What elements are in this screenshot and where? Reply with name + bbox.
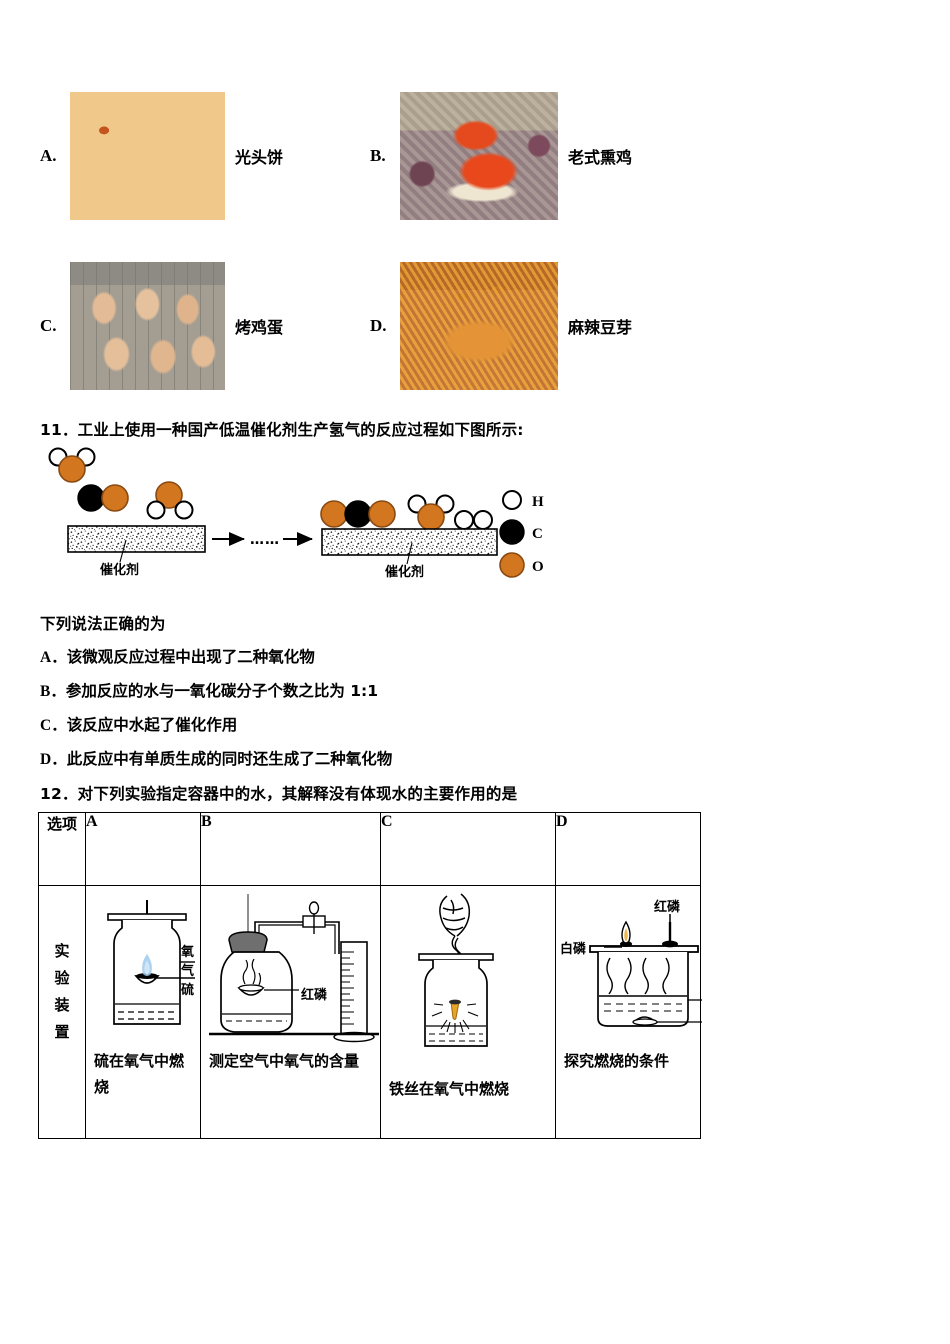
question-11-option-a: A．该微观反应过程中出现了二种氧化物 [40, 645, 315, 667]
photo-caption-b: 老式熏鸡 [568, 148, 633, 167]
molecule-water-reactant-1 [48, 447, 96, 483]
table-cell-c: 铁丝在氧气中燃烧 [380, 885, 556, 1139]
label-oxygen: 氧气 [181, 945, 195, 979]
table-column-d-header: D [555, 812, 701, 886]
option-letter-c: C. [40, 316, 57, 335]
cell-b-caption: 测定空气中氧气的含量 [209, 1052, 360, 1070]
photo-option-a: A. 光头饼 [40, 92, 283, 220]
legend-carbon-label: C [532, 526, 543, 542]
reaction-mechanism-diagram: 催化剂 …… 催化剂 H C [48, 447, 544, 580]
option-d-text: 此反应中有单质生成的同时还生成了二种氧化物 [66, 750, 393, 768]
cell-d-caption: 探究燃烧的条件 [564, 1052, 670, 1070]
question-11-stem: 11．工业上使用一种国产低温催化剂生产氢气的反应过程如下图所示: [40, 421, 524, 439]
iron-wire-burning-diagram [418, 893, 494, 1047]
experiment-table: 选项 A B C D 实验装置 [38, 812, 702, 1139]
option-letter-b: B. [370, 146, 386, 165]
row-header-apparatus-text: 实验装置 [54, 942, 70, 1041]
photo-caption-d: 麻辣豆芽 [568, 318, 633, 337]
photo-caption-a: 光头饼 [235, 148, 284, 167]
photo-caption-c: 烤鸡蛋 [235, 318, 284, 337]
catalyst-bar-right [321, 528, 498, 556]
question-12-stem: 12．对下列实验指定容器中的水，其解释没有体现水的主要作用的是 [40, 785, 518, 803]
legend-oxygen-icon [499, 552, 525, 578]
spicy-bean-sprouts-photo [400, 262, 558, 390]
molecule-water-product [407, 494, 455, 531]
table-column-a-header: A [85, 812, 201, 886]
option-a-text: 该微观反应过程中出现了二种氧化物 [66, 648, 315, 666]
cell-a-caption: 硫在氧气中燃烧 [94, 1052, 185, 1097]
row-header-apparatus: 实验装置 [38, 885, 86, 1139]
atom-legend: H C O [499, 490, 544, 578]
catalyst-label-left: 催化剂 [100, 562, 139, 578]
option-letter-d: D. [370, 316, 387, 335]
smoked-chicken-photo [400, 92, 558, 220]
table-apparatus-row: 实验装置 [38, 885, 702, 1139]
table-cell-a: 氧气 硫 硫在氧气中燃烧 [85, 885, 201, 1139]
table-column-c-header: C [380, 812, 556, 886]
label-sulfur: 硫 [181, 982, 195, 998]
photo-option-b: B. 老式熏鸡 [370, 92, 632, 220]
cell-c-caption: 铁丝在氧气中燃烧 [389, 1080, 510, 1098]
molecule-water-reactant-2 [146, 481, 194, 520]
legend-hydrogen-icon [502, 490, 522, 510]
cell-a-labels: 氧气 硫 [181, 944, 200, 1001]
catalyst-label-right: 催化剂 [385, 564, 424, 580]
question-11-prompt: 下列说法正确的为 [40, 615, 166, 633]
legend-hydrogen-label: H [532, 494, 544, 510]
table-cell-d: 白磷 红磷 探究燃烧的条件 [555, 885, 702, 1139]
catalyst-bar-left [67, 525, 206, 553]
grilled-eggs-photo [70, 262, 225, 390]
table-cell-b: 红磷 测定空气中氧气的含量 [200, 885, 381, 1139]
option-c-text: 该反应中水起了催化作用 [66, 716, 238, 734]
fried-biscuits-photo [70, 92, 225, 220]
question-11-option-c: C．该反应中水起了催化作用 [40, 713, 237, 735]
molecule-carbon-monoxide-reactant [77, 484, 129, 512]
row-header-options: 选项 [38, 812, 86, 886]
label-red-phosphorus-d: 红磷 [654, 900, 681, 915]
combustion-conditions-diagram [589, 914, 702, 1027]
legend-carbon-icon [499, 519, 525, 545]
option-b-text: 参加反应的水与一氧化碳分子个数之比为 1:1 [65, 682, 379, 700]
row-header-options-text: 选项 [46, 815, 77, 833]
gas-jar-sulfur-burning-diagram [107, 900, 195, 1025]
option-c-label: C． [40, 717, 67, 734]
reaction-ellipsis: …… [250, 532, 280, 548]
question-11-option-b: B．参加反应的水与一氧化碳分子个数之比为 1:1 [40, 679, 378, 701]
option-a-label: A． [40, 649, 67, 666]
label-white-phosphorus: 白磷 [560, 942, 587, 957]
photo-option-c: C. 烤鸡蛋 [40, 262, 283, 390]
molecule-carbon-dioxide-product [320, 500, 396, 528]
table-column-b-header: B [200, 812, 381, 886]
option-d-label: D． [40, 751, 67, 768]
molecule-hydrogen-product [454, 510, 493, 530]
legend-oxygen-label: O [532, 559, 544, 575]
option-b-label: B． [40, 683, 66, 700]
label-red-phosphorus-b: 红磷 [301, 988, 328, 1003]
photo-option-d: D. 麻辣豆芽 [370, 262, 632, 390]
option-letter-a: A. [40, 146, 57, 165]
table-header-row: 选项 A B C D [38, 812, 701, 886]
oxygen-content-apparatus-diagram [209, 894, 379, 1043]
question-11-option-d: D．此反应中有单质生成的同时还生成了二种氧化物 [40, 747, 392, 769]
